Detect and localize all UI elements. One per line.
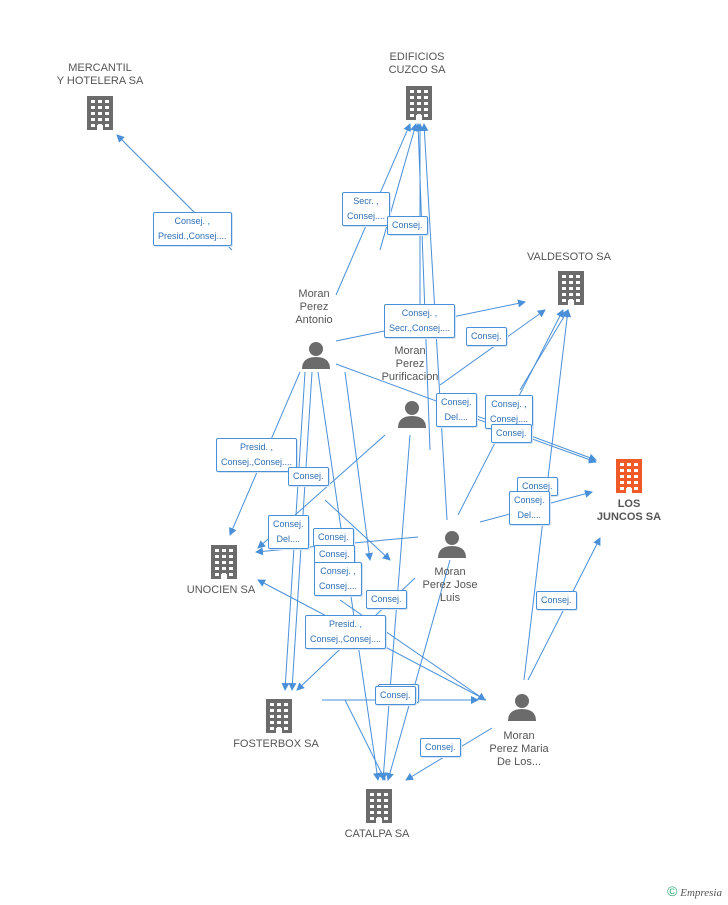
node-label-catalpa[interactable]: CATALPA SA [344, 828, 410, 840]
brand-name: Empresia [680, 887, 722, 899]
edge-label-e15[interactable]: Consej. [366, 590, 407, 609]
icons-layer [87, 86, 642, 823]
edge-label-e1[interactable]: Consej. , Presid.,Consej.... [153, 212, 232, 246]
building-icon-mercantil[interactable] [87, 96, 113, 130]
edge-label-e10[interactable]: Consej. [288, 467, 329, 486]
edge-line-9 [519, 309, 569, 391]
person-icon-purificacion[interactable] [398, 401, 426, 428]
person-icon-joseluis[interactable] [438, 531, 466, 558]
edge-label-e14[interactable]: Consej. , Consej.... [314, 562, 363, 596]
edge-label-e7[interactable]: Consej. , Consej.... [485, 395, 534, 429]
building-icon-edificios[interactable] [406, 86, 432, 120]
node-label-juncos[interactable]: LOS JUNCOS SA [596, 498, 662, 523]
edge-line-4 [414, 123, 431, 451]
building-icon-unocien[interactable] [211, 545, 237, 579]
building-icon-catalpa[interactable] [366, 789, 392, 823]
edge-label-e19[interactable]: Presid. , Consej.,Consej.... [305, 615, 387, 649]
edge-label-e9[interactable]: Presid. , Consej.,Consej.... [216, 438, 298, 472]
edge-line-25 [344, 699, 386, 781]
node-label-fosterbox[interactable]: FOSTERBOX SA [233, 738, 319, 750]
node-label-unocien[interactable]: UNOCIEN SA [186, 584, 256, 596]
node-label-mercantil[interactable]: MERCANTIL Y HOTELERA SA [56, 62, 144, 87]
node-label-valdesoto[interactable]: VALDESOTO SA [527, 251, 611, 263]
node-label-purificacion[interactable]: Moran Perez Purificacion [381, 345, 439, 383]
edge-label-e2[interactable]: Secr. , Consej.... [342, 192, 391, 226]
building-icon-juncos[interactable] [616, 459, 642, 493]
edge-label-e21[interactable]: Consej. [375, 686, 416, 705]
node-label-joseluis[interactable]: Moran Perez Jose Luis [422, 566, 478, 604]
node-label-antonio[interactable]: Moran Perez Antonio [295, 288, 333, 326]
edge-label-e6[interactable]: Consej. Del.... [436, 393, 477, 427]
edge-line-26 [386, 559, 451, 781]
edge-line-2 [379, 123, 418, 251]
person-icon-maria[interactable] [508, 694, 536, 721]
edge-line-28 [344, 371, 374, 561]
brand-watermark: © Empresia [667, 883, 722, 899]
building-icon-valdesoto[interactable] [558, 271, 584, 305]
edge-label-e4[interactable]: Consej. , Secr.,Consej.... [384, 304, 456, 338]
edge-label-e18[interactable]: Consej. [536, 591, 577, 610]
node-label-edificios[interactable]: EDIFICIOS CUZCO SA [388, 51, 446, 76]
copyright-icon: © [667, 883, 678, 899]
node-label-maria[interactable]: Moran Perez Maria De Los... [489, 730, 549, 768]
edge-label-e5[interactable]: Consej. [466, 327, 507, 346]
person-icon-antonio[interactable] [302, 342, 330, 369]
edge-label-e3[interactable]: Consej. [387, 216, 428, 235]
edge-label-e22[interactable]: Consej. [420, 738, 461, 757]
edge-label-e8[interactable]: Consej. [491, 424, 532, 443]
edge-line-7 [439, 309, 546, 386]
edge-line-29 [324, 499, 391, 561]
building-icon-fosterbox[interactable] [266, 699, 292, 733]
edge-label-e17[interactable]: Consej. Del.... [509, 491, 550, 525]
edge-label-e11[interactable]: Consej. Del.... [268, 515, 309, 549]
